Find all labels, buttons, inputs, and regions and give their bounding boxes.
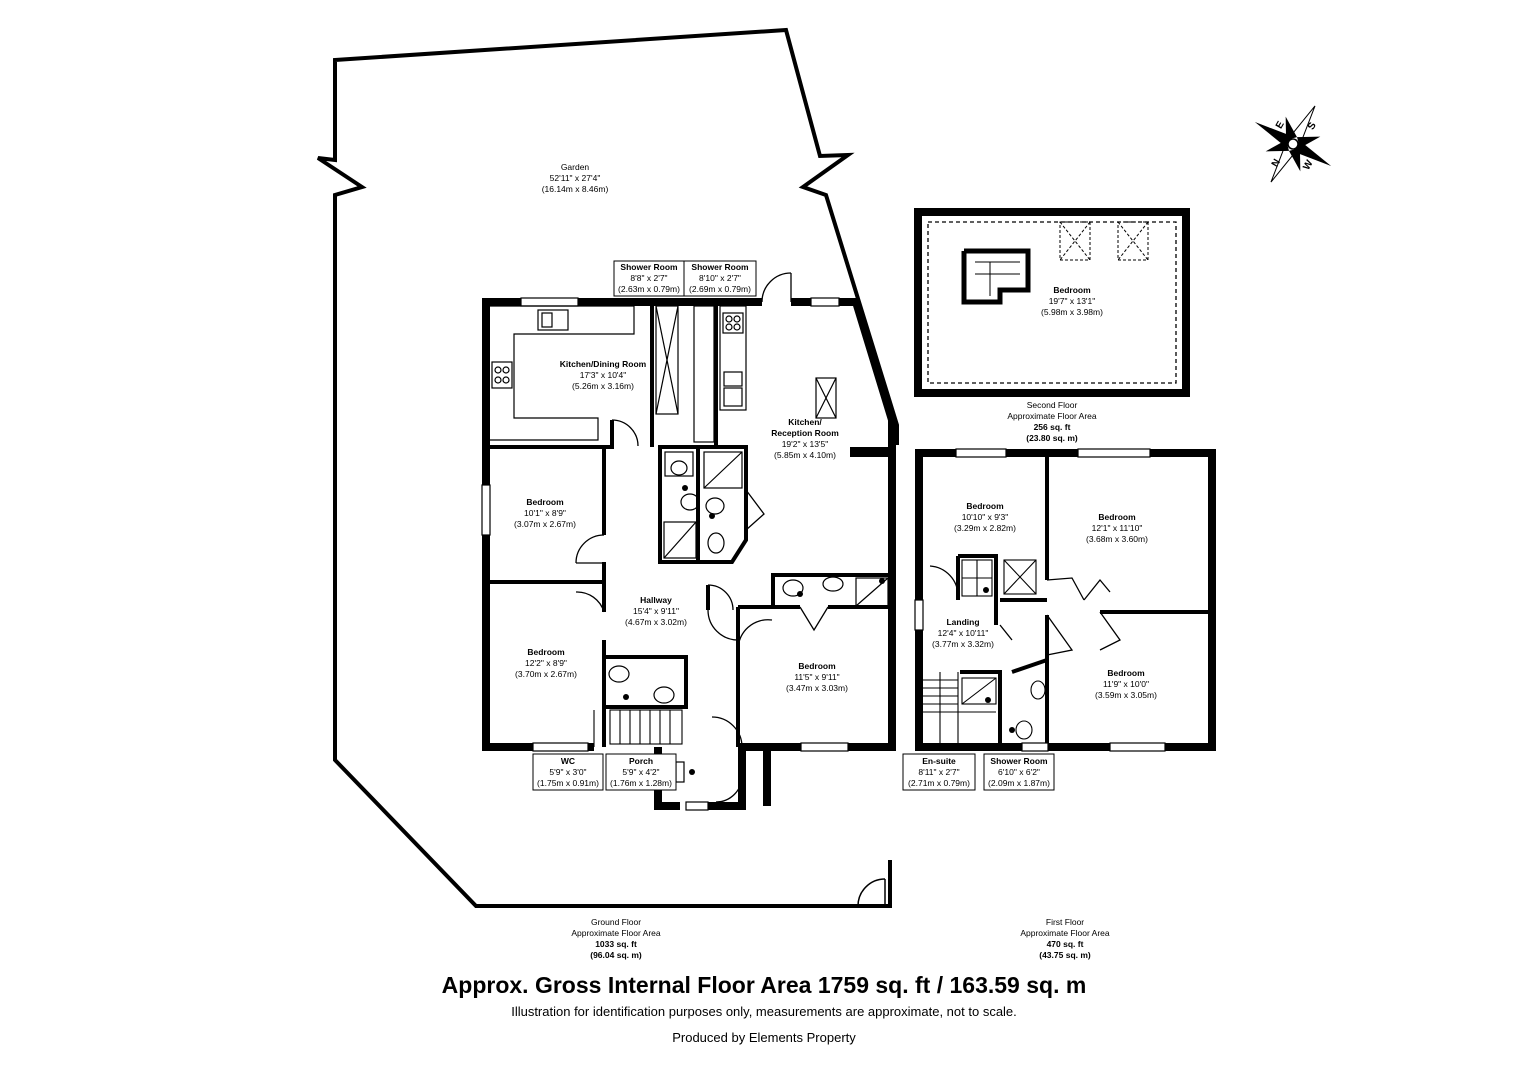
garden-name: Garden xyxy=(561,162,590,172)
first-floor-fixtures xyxy=(923,559,1046,743)
garden-outline xyxy=(316,27,899,908)
shower-room-1-name: Shower Room xyxy=(620,262,678,272)
second-floor-caption-1: Second Floor xyxy=(1027,400,1078,410)
bedroom-g2-metric: (3.70m x 2.67m) xyxy=(515,669,577,679)
ground-floor-bathroom-fixtures xyxy=(608,451,889,704)
garden-metric: (16.14m x 8.46m) xyxy=(542,184,609,194)
shower-room-3-name: Shower Room xyxy=(990,756,1048,766)
first-floor-caption-1: First Floor xyxy=(1046,917,1084,927)
porch-imperial: 5'9" x 4'2" xyxy=(622,767,659,777)
shower-room-2-metric: (2.69m x 0.79m) xyxy=(689,284,751,294)
bedroom-f1-imperial: 10'10" x 9'3" xyxy=(962,512,1009,522)
bedroom-g1-name: Bedroom xyxy=(526,497,564,507)
bedroom-f2-imperial: 12'1" x 11'10" xyxy=(1092,523,1143,533)
compass-n-label: N xyxy=(1270,157,1283,169)
kitchen-reception-units xyxy=(719,305,837,419)
bedroom-f1-metric: (3.29m x 2.82m) xyxy=(954,523,1016,533)
bedroom-f2-metric: (3.68m x 3.60m) xyxy=(1086,534,1148,544)
bedroom-f3-imperial: 11'9" x 10'0" xyxy=(1103,679,1149,689)
second-floor-caption-3: 256 sq. ft xyxy=(1034,422,1071,432)
bedroom-g3-imperial: 11'5" x 9'11" xyxy=(794,672,839,682)
ground-floor-stairs xyxy=(593,709,683,747)
bedroom-g3-name: Bedroom xyxy=(798,661,836,671)
ground-floor-caption-2: Approximate Floor Area xyxy=(571,928,661,938)
hallway-name: Hallway xyxy=(640,595,672,605)
bedroom-f2-name: Bedroom xyxy=(1098,512,1136,522)
second-floor-caption-4: (23.80 sq. m) xyxy=(1026,433,1078,443)
bedroom-f3-name: Bedroom xyxy=(1107,668,1145,678)
porch-name: Porch xyxy=(629,756,653,766)
ground-floor-light-points xyxy=(623,485,885,775)
hallway-metric: (4.67m x 3.02m) xyxy=(625,617,687,627)
kitchen-dining-units xyxy=(490,305,715,443)
compass-s-label: S xyxy=(1306,120,1319,132)
shower-room-3-metric: (2.09m x 1.87m) xyxy=(988,778,1050,788)
kitchen-reception-imperial: 19'2" x 13'5" xyxy=(782,439,829,449)
compass-e-label: E xyxy=(1274,119,1287,131)
first-floor-inner-walls xyxy=(956,453,1212,747)
first-floor-caption-4: (43.75 sq. m) xyxy=(1039,950,1091,960)
ensuite-metric: (2.71m x 0.79m) xyxy=(908,778,970,788)
kitchen-dining-name: Kitchen/Dining Room xyxy=(560,359,647,369)
compass-w-label: W xyxy=(1301,158,1316,172)
bedroom-g3-metric: (3.47m x 3.03m) xyxy=(786,683,848,693)
first-floor-caption-3: 470 sq. ft xyxy=(1047,939,1084,949)
second-floor-caption-2: Approximate Floor Area xyxy=(1007,411,1097,421)
porch-metric: (1.76m x 1.28m) xyxy=(610,778,672,788)
landing-metric: (3.77m x 3.32m) xyxy=(932,639,994,649)
disclaimer-text: Illustration for identification purposes… xyxy=(511,1004,1017,1019)
garden-imperial: 52'11" x 27'4" xyxy=(550,173,601,183)
bedroom-g1-metric: (3.07m x 2.67m) xyxy=(514,519,576,529)
bedroom-s-imperial: 19'7" x 13'1" xyxy=(1049,296,1096,306)
first-floor-light-points xyxy=(983,587,1015,733)
shower-room-2-name: Shower Room xyxy=(691,262,749,272)
kitchen-dining-imperial: 17'3" x 10'4" xyxy=(580,370,627,380)
bedroom-f3-metric: (3.59m x 3.05m) xyxy=(1095,690,1157,700)
first-floor-doors xyxy=(929,565,1121,656)
shower-room-2-imperial: 8'10" x 2'7" xyxy=(699,273,741,283)
ground-floor-caption-1: Ground Floor xyxy=(591,917,641,927)
bedroom-f1-name: Bedroom xyxy=(966,501,1004,511)
kitchen-dining-metric: (5.26m x 3.16m) xyxy=(572,381,634,391)
bedroom-g2-name: Bedroom xyxy=(527,647,565,657)
bedroom-s-metric: (5.98m x 3.98m) xyxy=(1041,307,1103,317)
shower-room-1-metric: (2.63m x 0.79m) xyxy=(618,284,680,294)
producer-credit: Produced by Elements Property xyxy=(672,1030,856,1045)
bedroom-s-name: Bedroom xyxy=(1053,285,1091,295)
ensuite-name: En-suite xyxy=(922,756,956,766)
ensuite-imperial: 8'11" x 2'7" xyxy=(918,767,959,777)
landing-imperial: 12'4" x 10'11" xyxy=(938,628,989,638)
label-boxes xyxy=(532,260,1055,791)
first-floor-walls xyxy=(915,449,1216,751)
kitchen-reception-name-1: Kitchen/ xyxy=(788,417,822,427)
wc-name: WC xyxy=(561,756,575,766)
shower-room-1-imperial: 8'8" x 2'7" xyxy=(630,273,667,283)
ground-floor-doors xyxy=(575,272,829,803)
compass-rose-icon xyxy=(1254,105,1332,183)
ground-floor-caption-4: (96.04 sq. m) xyxy=(590,950,642,960)
gross-floor-area-title: Approx. Gross Internal Floor Area 1759 s… xyxy=(441,972,1087,998)
first-floor-caption-2: Approximate Floor Area xyxy=(1020,928,1110,938)
kitchen-reception-name-2: Reception Room xyxy=(771,428,839,438)
landing-name: Landing xyxy=(946,617,979,627)
wc-imperial: 5'9" x 3'0" xyxy=(549,767,586,777)
bedroom-g1-imperial: 10'1" x 8'9" xyxy=(524,508,566,518)
wc-metric: (1.75m x 0.91m) xyxy=(537,778,599,788)
shower-room-3-imperial: 6'10" x 6'2" xyxy=(998,767,1040,777)
first-floor-windows xyxy=(914,448,1166,752)
second-floor-walls xyxy=(914,208,1190,397)
ground-floor-caption-3: 1033 sq. ft xyxy=(595,939,637,949)
bedroom-g2-imperial: 12'2" x 8'9" xyxy=(525,658,567,668)
garden-gate xyxy=(857,878,886,907)
hallway-imperial: 15'4" x 9'11" xyxy=(633,606,679,616)
ground-floor-windows xyxy=(481,297,849,811)
kitchen-reception-metric: (5.85m x 4.10m) xyxy=(774,450,836,460)
